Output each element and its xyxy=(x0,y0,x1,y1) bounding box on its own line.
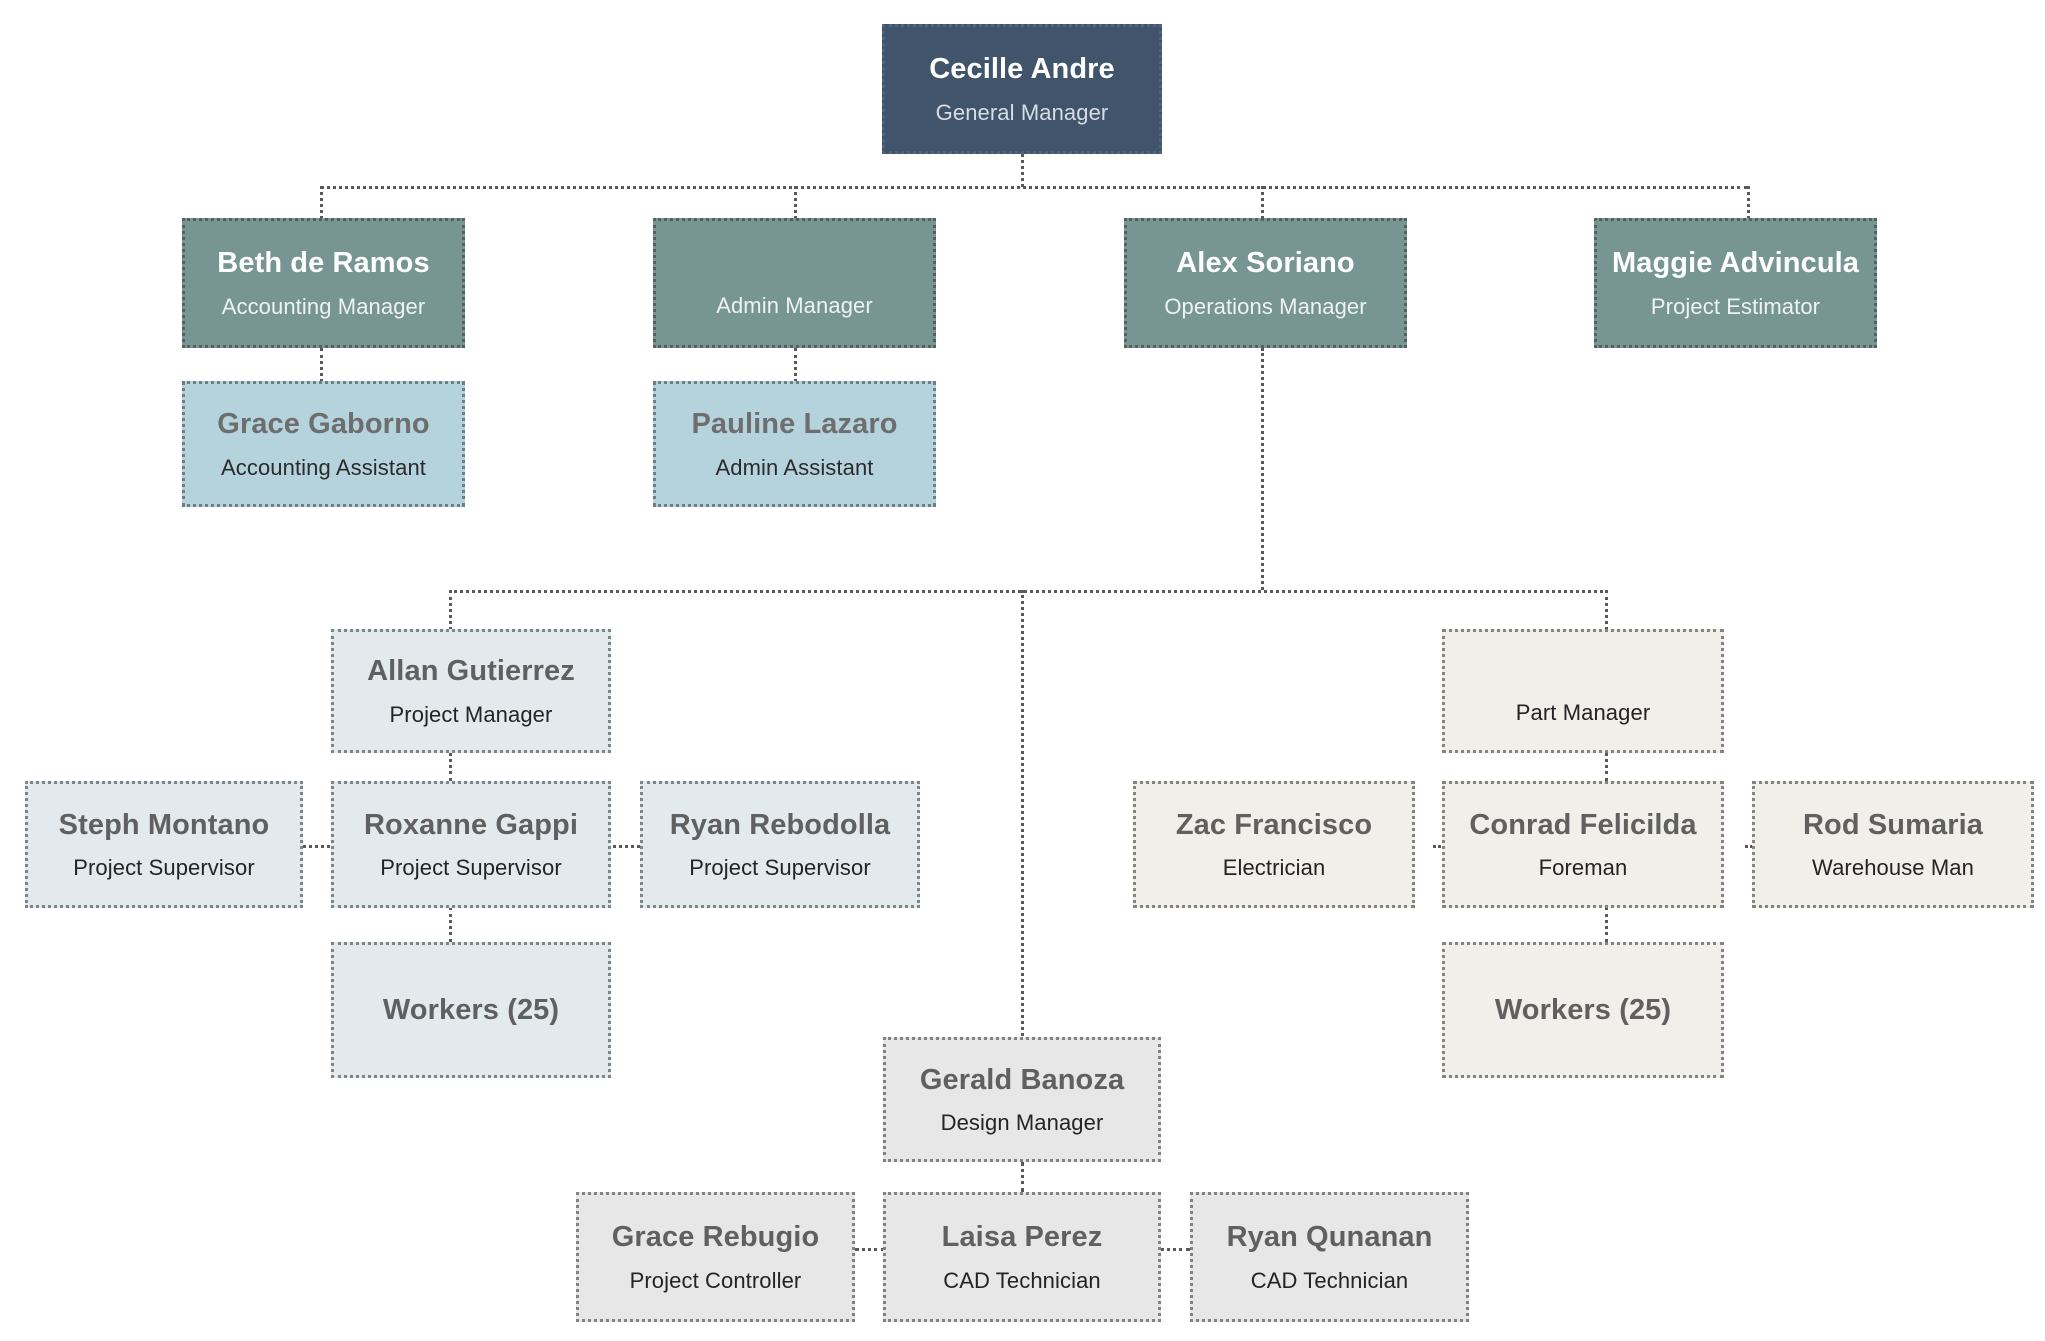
node-name: Alex Soriano xyxy=(1176,247,1355,280)
node-name: Zac Francisco xyxy=(1175,808,1373,841)
node-name: Ryan Qunanan xyxy=(1226,1221,1433,1254)
node-title: Part Manager xyxy=(1515,700,1651,726)
node-name: Ryan Rebodolla xyxy=(669,808,891,841)
connector-design-manager-to-team xyxy=(1021,1162,1024,1192)
node-project-controller[interactable]: Grace Rebugio Project Controller xyxy=(576,1192,855,1322)
node-title: Project Supervisor xyxy=(689,855,871,881)
node-part-manager[interactable]: Part Manager xyxy=(1442,629,1724,753)
connector-project-manager-to-supervisors xyxy=(449,752,452,782)
connector-design-link-left xyxy=(855,1248,885,1251)
node-name: Steph Montano xyxy=(58,808,270,841)
connector-supervisor-link-right xyxy=(613,845,640,848)
node-accounting-assistant[interactable]: Grace Gaborno Accounting Assistant xyxy=(182,381,465,507)
node-title: Project Estimator xyxy=(1650,293,1821,319)
node-general-manager[interactable]: Cecille Andre General Manager xyxy=(882,24,1162,154)
connector-operations-stem xyxy=(1261,348,1264,590)
node-title: Accounting Assistant xyxy=(220,454,426,480)
node-title: CAD Technician xyxy=(943,1267,1101,1293)
connector-top-bus xyxy=(320,186,1748,189)
connector-drop-admin-manager xyxy=(794,186,797,219)
node-name: Conrad Felicilda xyxy=(1469,808,1697,841)
node-name: Roxanne Gappi xyxy=(364,808,578,841)
node-operations-manager[interactable]: Alex Soriano Operations Manager xyxy=(1124,218,1407,348)
connector-drop-accounting-manager xyxy=(320,186,323,219)
node-project-supervisor-2[interactable]: Roxanne Gappi Project Supervisor xyxy=(331,781,611,908)
node-title: Project Controller xyxy=(629,1267,802,1293)
node-project-supervisor-1[interactable]: Steph Montano Project Supervisor xyxy=(25,781,303,908)
node-name: Workers (25) xyxy=(1494,993,1672,1026)
node-project-workers[interactable]: Workers (25) xyxy=(331,942,611,1078)
node-title: Accounting Manager xyxy=(221,293,426,319)
node-name: Pauline Lazaro xyxy=(691,408,898,441)
node-accounting-manager[interactable]: Beth de Ramos Accounting Manager xyxy=(182,218,465,348)
connector-drop-part-manager xyxy=(1605,590,1608,630)
node-warehouse-man[interactable]: Rod Sumaria Warehouse Man xyxy=(1752,781,2034,908)
node-name: Rod Sumaria xyxy=(1803,808,1983,841)
node-name: Workers (25) xyxy=(382,993,560,1026)
node-title: CAD Technician xyxy=(1250,1267,1409,1293)
connector-accounting-to-assistant xyxy=(320,348,323,382)
node-title: Foreman xyxy=(1538,855,1628,881)
node-title: Warehouse Man xyxy=(1812,855,1974,881)
connector-drop-project-estimator xyxy=(1747,186,1750,219)
connector-admin-to-assistant xyxy=(794,348,797,382)
connector-drop-operations-manager xyxy=(1261,186,1264,219)
node-foreman[interactable]: Conrad Felicilda Foreman xyxy=(1442,781,1724,908)
node-name: Beth de Ramos xyxy=(217,247,430,280)
connector-supervisor-to-workers xyxy=(449,907,452,942)
node-name: Allan Gutierrez xyxy=(367,655,575,688)
node-design-manager[interactable]: Gerald Banoza Design Manager xyxy=(883,1037,1161,1162)
node-name: Cecille Andre xyxy=(929,53,1115,86)
node-title: Admin Assistant xyxy=(715,454,874,480)
node-project-manager[interactable]: Allan Gutierrez Project Manager xyxy=(331,629,611,753)
connector-root-stem xyxy=(1021,154,1024,187)
node-cad-technician-1[interactable]: Laisa Perez CAD Technician xyxy=(883,1192,1161,1322)
connector-operations-bus xyxy=(449,590,1608,593)
node-project-estimator[interactable]: Maggie Advincula Project Estimator xyxy=(1594,218,1877,348)
connector-part-manager-to-trades xyxy=(1605,752,1608,782)
node-title: General Manager xyxy=(935,99,1109,125)
node-electrician[interactable]: Zac Francisco Electrician xyxy=(1133,781,1415,908)
connector-design-link-right xyxy=(1160,1248,1190,1251)
node-name: Gerald Banoza xyxy=(919,1063,1125,1096)
connector-drop-project-manager xyxy=(449,590,452,630)
node-name: Grace Rebugio xyxy=(611,1221,820,1254)
node-title: Design Manager xyxy=(940,1110,1104,1136)
node-title: Project Supervisor xyxy=(73,855,255,881)
connector-drop-design-branch xyxy=(1021,590,1024,1060)
node-admin-assistant[interactable]: Pauline Lazaro Admin Assistant xyxy=(653,381,936,507)
connector-supervisor-link-left xyxy=(303,845,330,848)
node-title: Electrician xyxy=(1222,855,1326,881)
node-cad-technician-2[interactable]: Ryan Qunanan CAD Technician xyxy=(1190,1192,1469,1322)
node-title: Admin Manager xyxy=(716,293,873,319)
node-name: Grace Gaborno xyxy=(217,408,430,441)
node-title: Project Manager xyxy=(389,701,553,727)
connector-foreman-to-workers xyxy=(1605,907,1608,942)
node-name: Maggie Advincula xyxy=(1611,247,1860,280)
node-title: Operations Manager xyxy=(1164,293,1367,319)
node-project-supervisor-3[interactable]: Ryan Rebodolla Project Supervisor xyxy=(640,781,920,908)
node-name: Laisa Perez xyxy=(941,1221,1103,1254)
node-title: Project Supervisor xyxy=(380,855,562,881)
node-operations-workers[interactable]: Workers (25) xyxy=(1442,942,1724,1078)
node-admin-manager[interactable]: Admin Manager xyxy=(653,218,936,348)
